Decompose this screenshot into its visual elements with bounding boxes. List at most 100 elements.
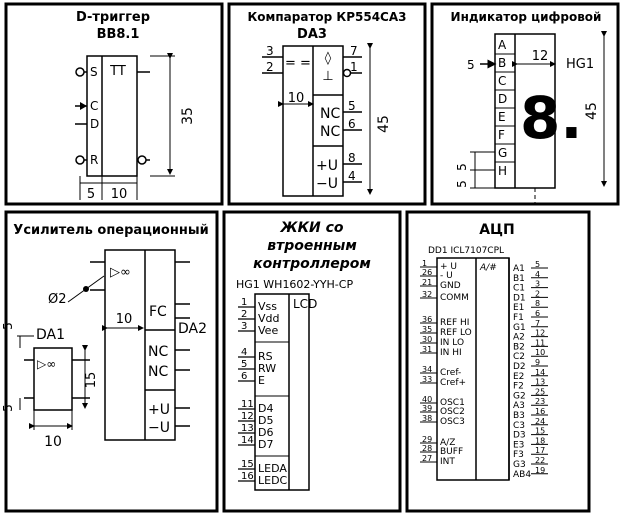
adc-right-pin-name: F2 xyxy=(513,382,524,392)
comparator-eq-symbol: = = xyxy=(285,56,311,71)
adc-right-pin-number: 3 xyxy=(535,280,540,289)
adc-left-pin-name: INT xyxy=(440,457,455,467)
lcd-pin-name: LEDC xyxy=(258,474,288,487)
adc-right-pin-number: 6 xyxy=(535,309,540,318)
indicator-hg1: HG1 xyxy=(566,57,594,72)
adc-right-pin-name: B3 xyxy=(513,411,525,421)
opamp-da2-body xyxy=(104,249,176,441)
lcd-pin-number: 5 xyxy=(241,359,247,370)
panel-opamp: Усилитель операционный ▷∞ FC NC NC +U −U… xyxy=(1,210,219,513)
comparator-pin-5: 5 xyxy=(348,99,356,113)
pin-r-inverter xyxy=(75,155,85,165)
adc-right-pin-number: 8 xyxy=(535,299,540,308)
comparator-subtitle: DA3 xyxy=(297,27,327,42)
adc-right-pin-name: E3 xyxy=(513,440,524,450)
pin-d-label: D xyxy=(90,117,99,131)
lcd-pin-number: 11 xyxy=(241,399,254,410)
adc-left-pin-number: 30 xyxy=(422,335,432,344)
d-trigger-height-dim: 35 xyxy=(180,107,196,125)
lcd-title-3: контроллером xyxy=(253,256,371,272)
adc-right-pin-name: C2 xyxy=(513,352,525,362)
lcd-part: HG1 WH1602-YYH-CP xyxy=(236,278,353,291)
lcd-pin-name: RW xyxy=(258,362,276,375)
lcd-pin-number: 14 xyxy=(241,435,254,446)
adc-left-pin-number: 28 xyxy=(422,444,432,453)
comparator-title: Компаратор КР554СА3 xyxy=(248,10,407,24)
adc-right-pin-name: E2 xyxy=(513,372,524,382)
adc-right-pin-number: 2 xyxy=(535,289,540,298)
seg-h: H xyxy=(498,164,507,178)
seg-a: A xyxy=(498,38,507,52)
opamp-minus-u: −U xyxy=(148,420,170,436)
adc-left-pin-name: IN LO xyxy=(440,338,464,348)
adc-left-pin-number: 27 xyxy=(422,454,432,463)
seg-d: D xyxy=(498,92,507,106)
adc-left-pin-number: 21 xyxy=(422,278,432,287)
adc-left-pin-name: COMM xyxy=(440,293,469,303)
indicator-dim-h2: 5 xyxy=(455,180,469,188)
adc-right-pin-name: E1 xyxy=(513,303,524,313)
adc-left-pin-number: 36 xyxy=(422,315,432,324)
panel-comparator: Компаратор КР554СА3 DA3 = = ◊ ⊥ NC NC +U… xyxy=(227,2,427,206)
adc-left-pin-name: OSC1 xyxy=(440,398,465,408)
comparator-pin-2: 2 xyxy=(266,60,274,74)
adc-right-pin-name: D2 xyxy=(513,362,526,372)
output-inverter xyxy=(137,155,147,165)
adc-part: DD1 ICL7107CPL xyxy=(428,246,504,256)
indicator-dim-left: 5 xyxy=(467,58,475,72)
lcd-title-2: втроенным xyxy=(267,238,357,254)
adc-right-pin-name: F1 xyxy=(513,313,524,323)
seg-e: E xyxy=(498,110,506,124)
adc-right-pin-number: 13 xyxy=(535,378,545,387)
adc-left-pin-number: 29 xyxy=(422,435,432,444)
comparator-pin-8: 8 xyxy=(348,151,356,165)
adc-left-pin-number: 32 xyxy=(422,290,432,299)
opamp-dim-w2: 10 xyxy=(44,434,62,450)
lcd-title-1: ЖКИ со xyxy=(279,220,343,236)
lcd-pin-name: Vdd xyxy=(258,312,280,325)
adc-left-pin-number: 34 xyxy=(422,365,432,374)
opamp-dim-5a: 5 xyxy=(1,322,15,330)
lcd-pin-number: 12 xyxy=(241,411,254,422)
lcd-pin-number: 15 xyxy=(241,459,254,470)
adc-left-pin-number: 31 xyxy=(422,345,432,354)
adc-right-pin-name: D3 xyxy=(513,431,526,441)
adc-right-pin-number: 12 xyxy=(535,329,545,338)
comparator-diamond-symbol: ◊ xyxy=(325,51,332,66)
seg-b: B xyxy=(498,56,506,70)
comparator-pin-3: 3 xyxy=(266,44,274,58)
lcd-pin-number: 13 xyxy=(241,423,254,434)
adc-right-pin-number: 19 xyxy=(535,466,545,475)
opamp-da2-label: DA2 xyxy=(178,321,207,337)
seg-g: G xyxy=(498,146,507,160)
seg-f: F xyxy=(498,128,505,142)
adc-right-pin-name: G3 xyxy=(513,460,526,470)
adc-left-pin-number: 40 xyxy=(422,395,432,404)
comparator-pin-1: 1 xyxy=(350,60,358,74)
lcd-pin-number: 2 xyxy=(241,309,247,320)
adc-right-pin-name: D1 xyxy=(513,293,526,303)
adc-left-pin-name: GND xyxy=(440,281,461,291)
lcd-label: LCD xyxy=(293,297,317,311)
adc-left-pin-number: 1 xyxy=(422,259,427,268)
lcd-pin-name: RS xyxy=(258,350,273,363)
adc-left-pin-number: 38 xyxy=(422,414,432,423)
lcd-pin-number: 6 xyxy=(241,371,247,382)
pin-s-inverter xyxy=(75,67,85,77)
adc-right-pin-name: AB4 xyxy=(513,470,531,480)
adc-right-pin-number: 4 xyxy=(535,270,540,279)
d-trigger-dim-b: 10 xyxy=(111,187,128,202)
adc-title: АЦП xyxy=(479,222,515,238)
lcd-pin-name: D5 xyxy=(258,414,273,427)
indicator-dim-g: 5 xyxy=(455,163,469,171)
lcd-pin-name: LEDA xyxy=(258,462,287,475)
indicator-body xyxy=(494,33,556,189)
comparator-dash-symbol: ⊥ xyxy=(322,69,333,84)
opamp-dim-w: 10 xyxy=(116,312,133,327)
adc-left-pin-name: REF HI xyxy=(440,318,469,328)
lcd-pin-name: Vss xyxy=(258,300,277,313)
lcd-pin-name: Vee xyxy=(258,324,278,337)
adc-right-pin-number: 14 xyxy=(535,368,545,377)
